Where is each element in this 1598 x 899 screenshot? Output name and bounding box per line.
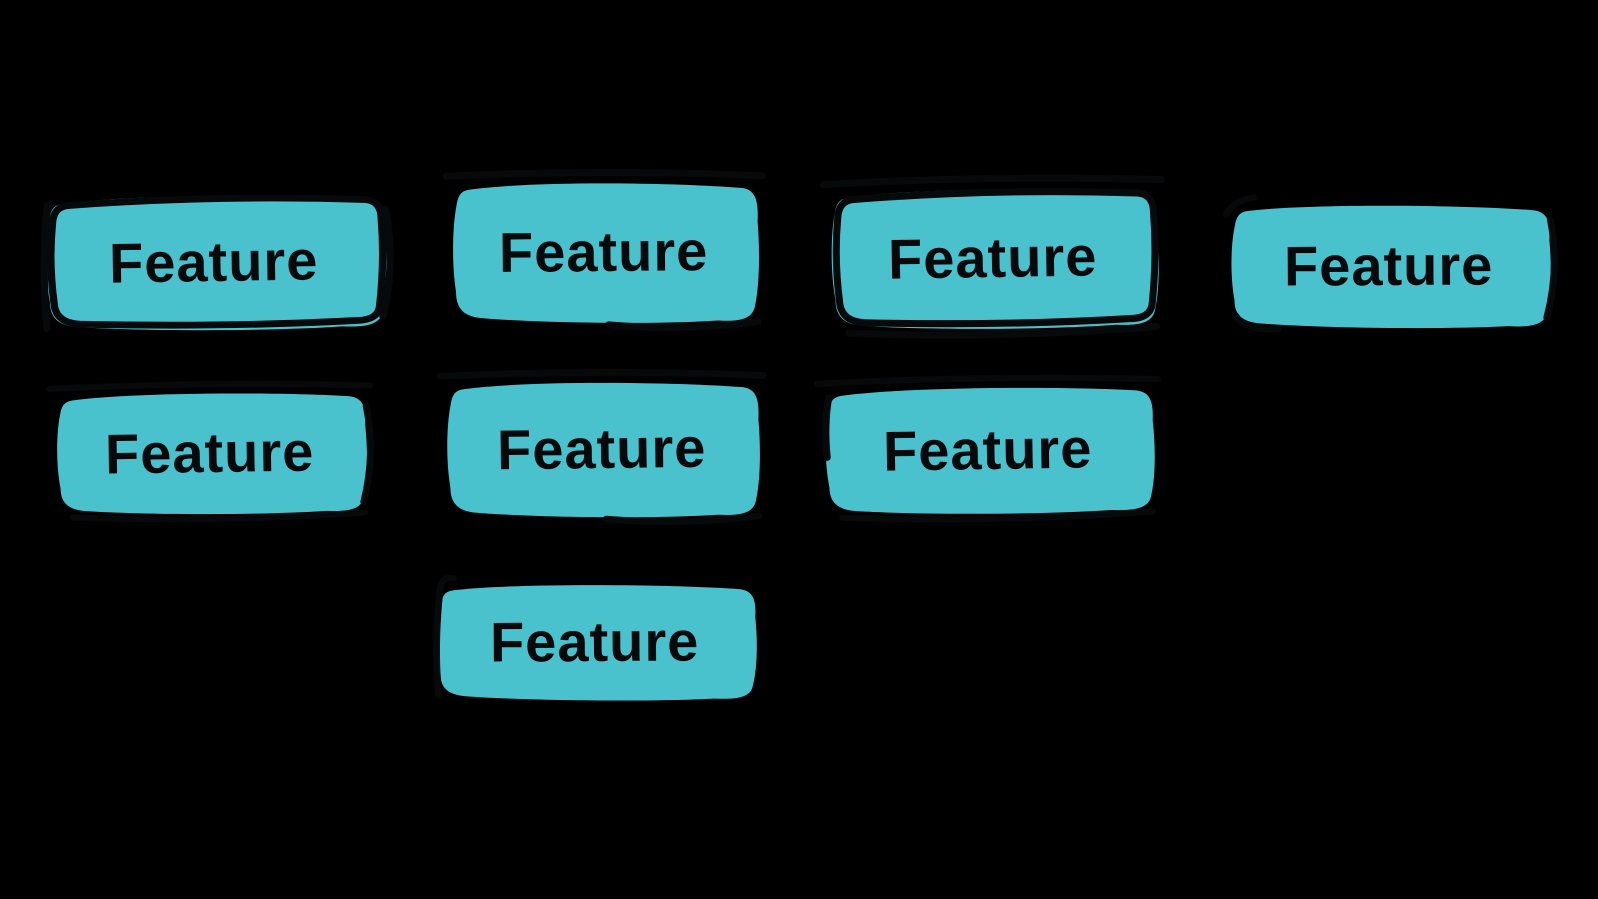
feature-box-1: Feature — [35, 182, 392, 340]
feature-label: Feature — [496, 415, 707, 481]
feature-label: Feature — [108, 227, 320, 295]
feature-label: Feature — [499, 218, 709, 284]
feature-label: Feature — [887, 223, 1099, 291]
feature-label: Feature — [1284, 232, 1494, 298]
feature-label: Feature — [882, 415, 1094, 483]
feature-box-3: Feature — [821, 175, 1164, 340]
feature-box-5: Feature — [48, 381, 373, 523]
feature-box-2: Feature — [444, 169, 765, 333]
feature-box-7: Feature — [815, 375, 1160, 524]
feature-box-6: Feature — [438, 369, 766, 526]
feature-label: Feature — [490, 608, 700, 674]
feature-box-8: Feature — [428, 573, 763, 709]
feature-label: Feature — [104, 419, 316, 485]
feature-box-4: Feature — [1222, 193, 1557, 337]
